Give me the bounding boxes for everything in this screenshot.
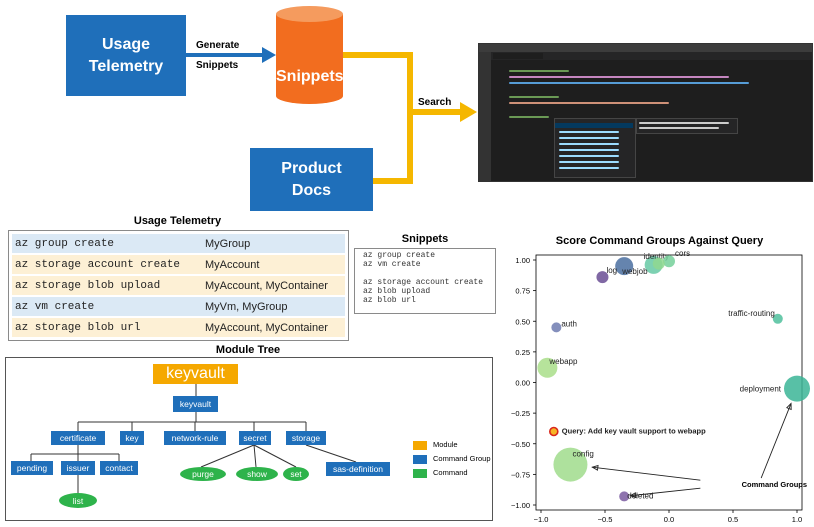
tree-node-key: key	[120, 431, 144, 445]
snippets-title: Snippets	[401, 233, 449, 245]
usage-telemetry-table: az group create MyGroup az storage accoun…	[8, 230, 349, 341]
scatter-point	[551, 322, 562, 333]
annotation-arrowhead	[786, 402, 792, 411]
scatter-point	[772, 313, 783, 324]
search-arrowhead	[460, 102, 477, 122]
legend-swatch-module	[413, 441, 427, 450]
search-label: Search	[418, 97, 452, 108]
scatter-point	[619, 491, 630, 502]
chart-title: Score Command Groups Against Query	[555, 235, 764, 247]
value-cell: MyAccount, MyContainer	[205, 321, 328, 334]
scatter-point	[615, 257, 634, 276]
annotation-arrow	[760, 403, 792, 479]
point-label: auth	[561, 319, 577, 328]
tree-node-issuer: issuer	[61, 461, 95, 475]
y-tick-label: −1.00	[511, 501, 530, 510]
module-node-keyvault: keyvault	[153, 364, 238, 384]
table-row: az group create MyGroup	[12, 234, 345, 253]
tree-node-set: set	[283, 467, 309, 481]
y-tick-label: −0.25	[511, 409, 530, 418]
y-tick-label: −0.50	[511, 440, 530, 449]
generate-snippets-label: Generate Snippets	[196, 40, 240, 71]
usage-telemetry-title: Usage Telemetry	[133, 215, 222, 227]
scatter-point	[663, 255, 675, 268]
x-tick-label: −1.0	[534, 515, 549, 524]
command-cell: az vm create	[15, 300, 95, 313]
value-cell: MyAccount	[205, 258, 260, 271]
annotation-arrow	[630, 487, 701, 497]
point-label: cors	[675, 249, 690, 258]
table-row: az storage blob url MyAccount, MyContaine…	[12, 318, 345, 337]
point-label: config	[572, 450, 593, 459]
generate-arrowhead	[262, 47, 276, 63]
y-tick-label: −0.75	[511, 470, 530, 479]
legend-label-command: Command	[433, 468, 468, 477]
tree-connectors	[30, 384, 357, 493]
y-tick-label: 1.00	[515, 256, 530, 265]
y-tick-label: 0.00	[515, 379, 530, 388]
tree-node-root: keyvault	[173, 396, 218, 412]
module-tree-panel: keyvault keyvault certificate key networ…	[5, 357, 493, 521]
table-row: az vm create MyVm, MyGroup	[12, 297, 345, 316]
y-tick-label: 0.75	[515, 287, 530, 296]
table-row: az storage blob upload MyAccount, MyConta…	[12, 276, 345, 295]
legend-swatch-command-group	[413, 455, 427, 464]
x-tick-label: −0.5	[598, 515, 613, 524]
score-chart: 1.000.750.500.250.00−0.25−0.50−0.75−1.00…	[511, 249, 810, 524]
snippets-to-vs-line	[343, 52, 413, 112]
command-cell: az group create	[15, 237, 115, 250]
usage-telemetry-box: Usage Telemetry	[66, 15, 186, 96]
table-row: az storage account create MyAccount	[12, 255, 345, 274]
x-tick-label: 0.0	[664, 515, 674, 524]
value-cell: MyAccount, MyContainer	[205, 279, 328, 292]
snippets-cylinder	[276, 6, 343, 104]
scatter-point	[784, 375, 810, 402]
legend-swatch-command	[413, 469, 427, 478]
point-label: webapp	[548, 357, 578, 366]
product-docs-box: Product Docs	[250, 148, 373, 211]
scatter-point	[553, 447, 588, 482]
pipeline-arrows	[186, 6, 477, 184]
scatter-point	[652, 257, 665, 270]
tree-node-contact: contact	[100, 461, 138, 475]
scatter-point	[548, 426, 559, 437]
tree-node-secret: secret	[239, 431, 271, 445]
value-cell: MyGroup	[205, 237, 251, 250]
x-tick-label: 0.5	[728, 515, 738, 524]
tree-node-show: show	[236, 467, 278, 481]
x-tick-label: 1.0	[792, 515, 802, 524]
snippets-cylinder-label: Snippets	[276, 68, 344, 85]
point-label: deleted	[627, 491, 653, 500]
command-cell: az storage account create	[15, 258, 181, 271]
scatter-point	[537, 357, 558, 378]
point-label: identity	[644, 252, 669, 261]
point-label: webjob	[621, 267, 648, 276]
module-tree-title: Module Tree	[215, 344, 281, 356]
annotation-arrowhead	[591, 464, 599, 471]
tree-node-purge: purge	[180, 467, 226, 481]
point-label: log	[606, 266, 617, 275]
tree-node-list: list	[59, 493, 97, 508]
snippets-text: az group create az vm create az storage …	[354, 248, 496, 314]
annotation-label: Command Groups	[742, 480, 807, 489]
legend-label-command-group: Command Group	[433, 454, 491, 463]
annotation-arrowhead	[629, 492, 637, 499]
tree-node-sas-definition: sas-definition	[326, 462, 390, 476]
point-label: deployment	[740, 385, 782, 394]
tree-node-certificate: certificate	[51, 431, 105, 445]
tree-node-storage: storage	[286, 431, 326, 445]
legend-label-module: Module	[433, 440, 458, 449]
command-cell: az storage blob url	[15, 321, 141, 334]
command-cell: az storage blob upload	[15, 279, 161, 292]
scatter-point	[596, 271, 609, 284]
y-tick-label: 0.50	[515, 317, 530, 326]
vscode-thumbnail	[478, 43, 813, 182]
y-tick-label: 0.25	[515, 348, 530, 357]
tree-node-network-rule: network-rule	[164, 431, 226, 445]
tree-node-pending: pending	[11, 461, 53, 475]
annotation-arrow	[592, 466, 701, 481]
value-cell: MyVm, MyGroup	[205, 300, 288, 313]
point-label: traffic-routing	[728, 309, 775, 318]
point-label: Query: Add key vault support to webapp	[562, 427, 706, 436]
